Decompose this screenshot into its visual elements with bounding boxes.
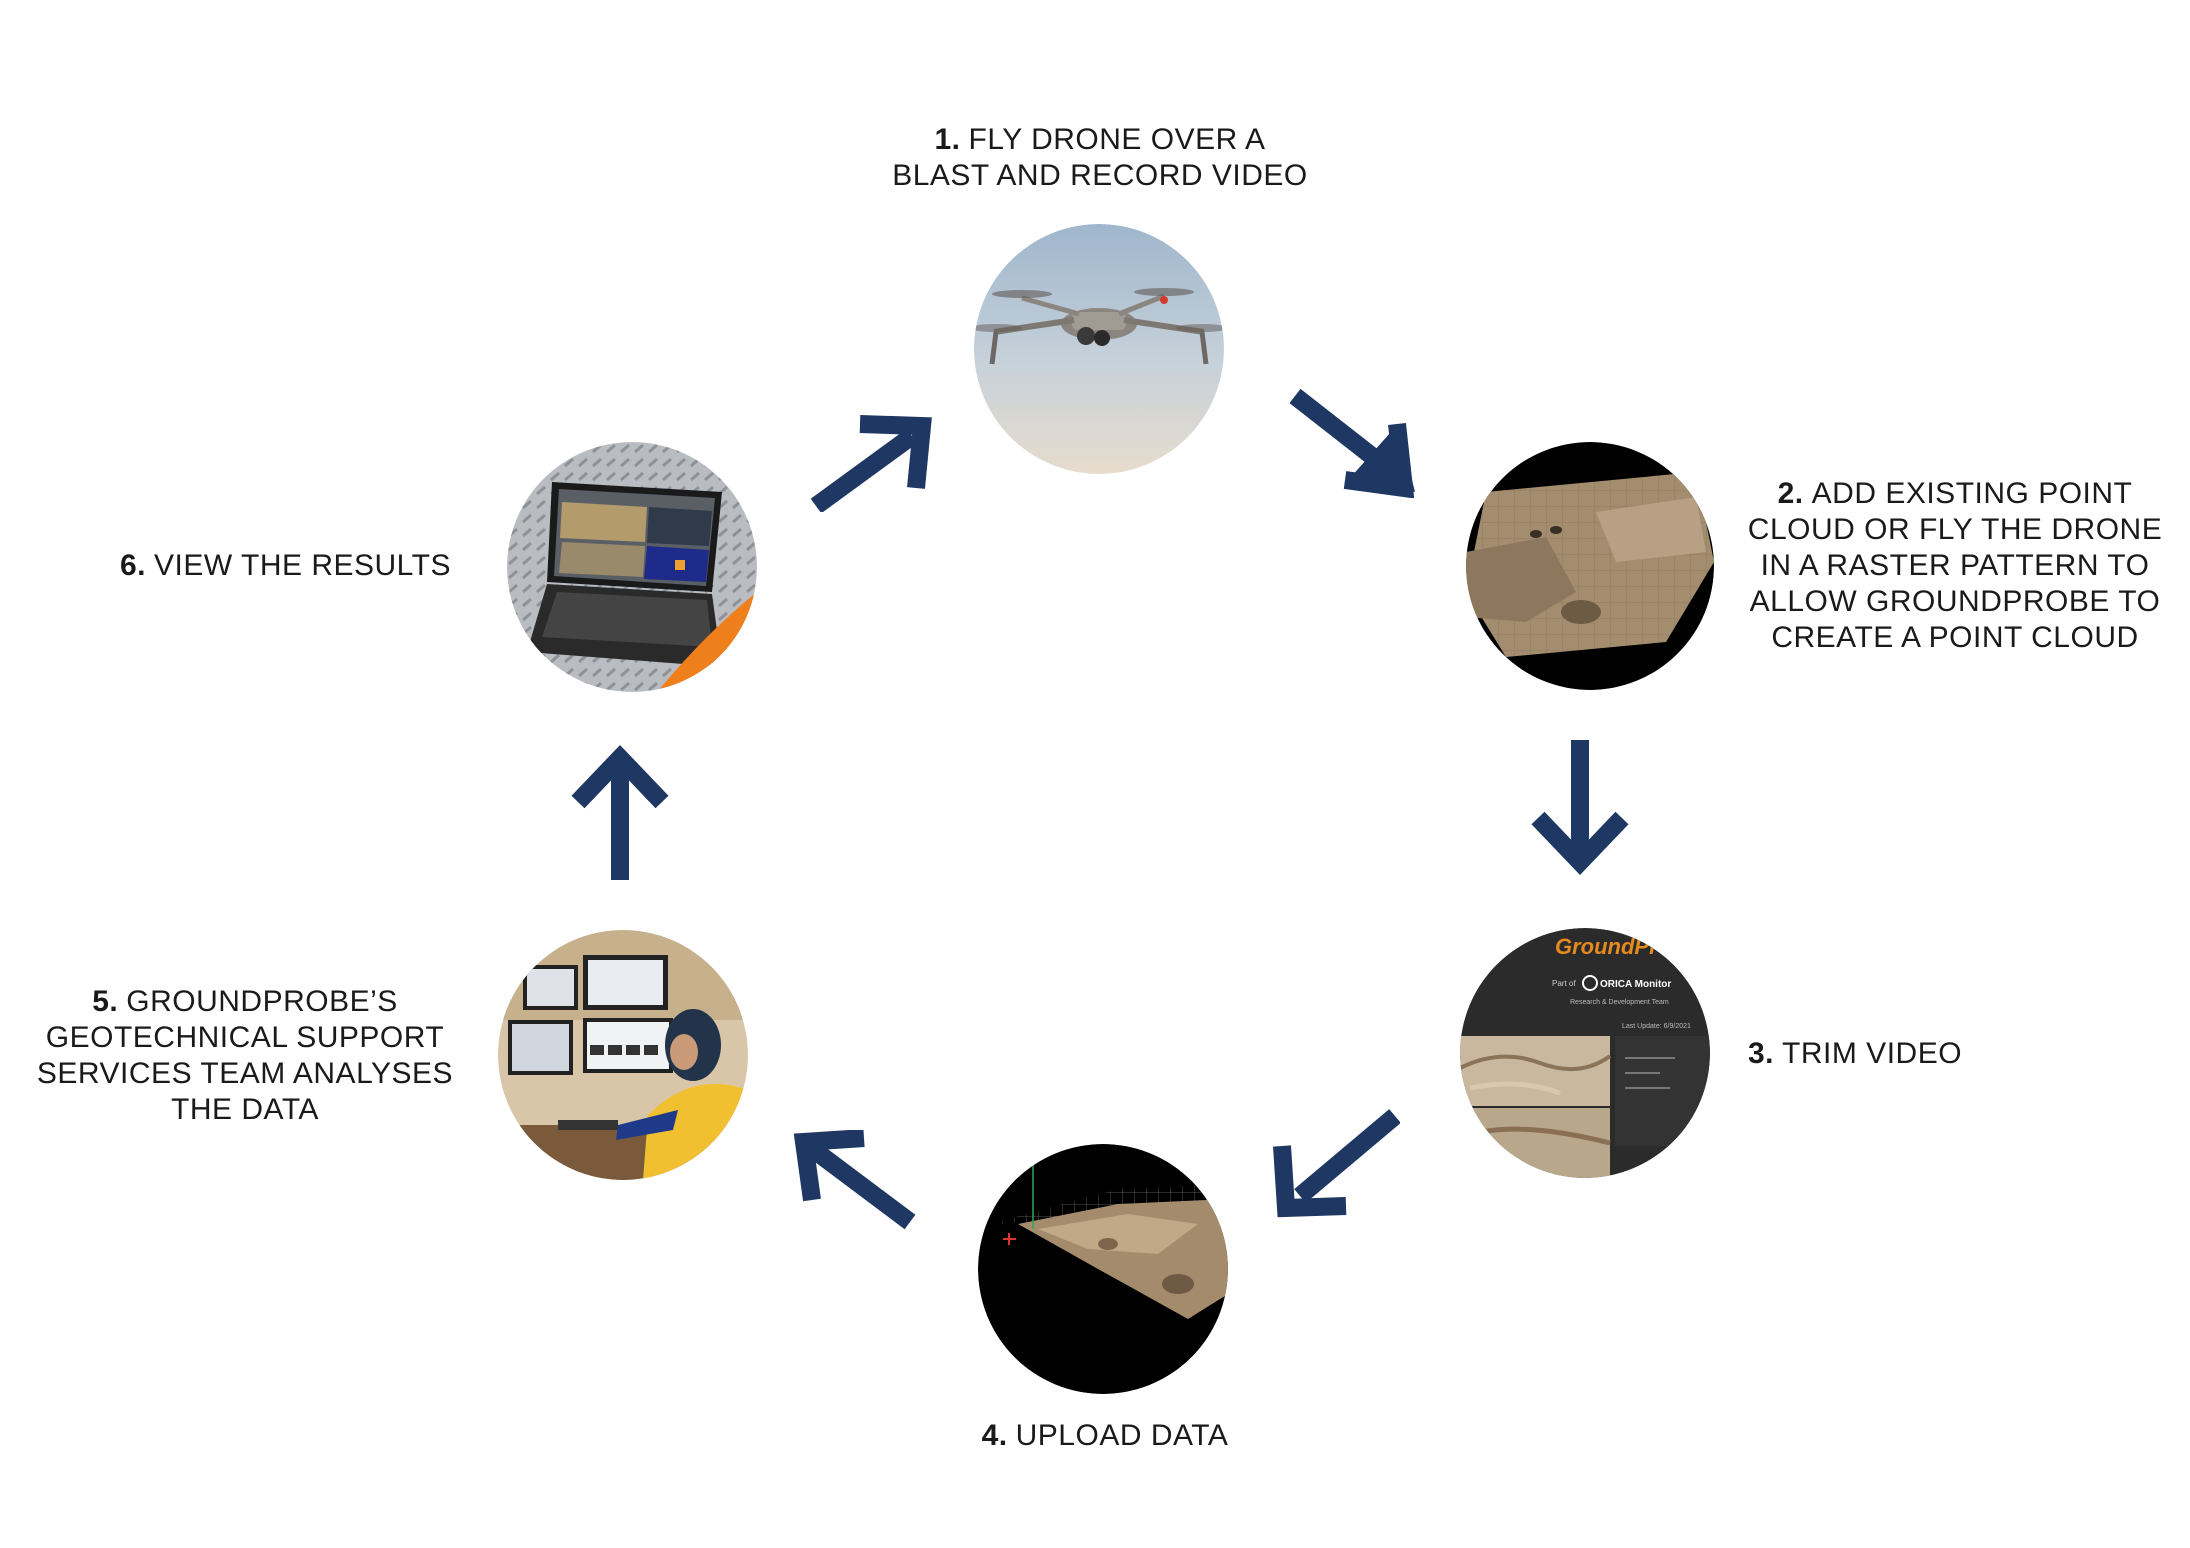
arrow-step4-to-step5: [793, 1130, 916, 1230]
arrow-step6-to-step1: [810, 415, 932, 512]
arrow-step3-to-step4: [1273, 1109, 1400, 1218]
step-5-label: 5.GROUNDPROBE’S GEOTECHNICAL SUPPORT SER…: [36, 985, 454, 1126]
step-3-label: 3.TRIM VIDEO: [1748, 1037, 1963, 1070]
arrow-step1-to-step2: [1290, 388, 1415, 498]
step-2-label: 2.ADD EXISTING POINT CLOUD OR FLY THE DR…: [1747, 477, 2163, 654]
upload-data-visual: [978, 1144, 1228, 1394]
team-text: Research & Development Team: [1570, 999, 1669, 1006]
analyst-workstation-photo: [498, 930, 748, 1180]
groundprobe-software-screen: GroundPro Part of ORICA Monitor Research…: [1460, 928, 1710, 1178]
step-6-label: 6.VIEW THE RESULTS: [120, 549, 451, 582]
step-4-label: 4.UPLOAD DATA: [981, 1419, 1229, 1452]
part-of-text: Part of: [1552, 979, 1576, 988]
brand-text: GroundPro: [1555, 934, 1671, 959]
point-cloud-terrain-photo: [1466, 442, 1714, 690]
step-1-label: 1.FLY DRONE OVER A BLAST AND RECORD VIDE…: [892, 123, 1308, 192]
last-update-text: Last Update: 6/9/2021: [1622, 1023, 1691, 1030]
drone-photo: [974, 224, 1224, 474]
arrow-step2-to-step3: [1531, 740, 1629, 876]
arrow-step5-to-step6: [571, 744, 669, 880]
laptop-results-photo: [507, 442, 757, 692]
company-text: ORICA Monitor: [1600, 979, 1671, 990]
